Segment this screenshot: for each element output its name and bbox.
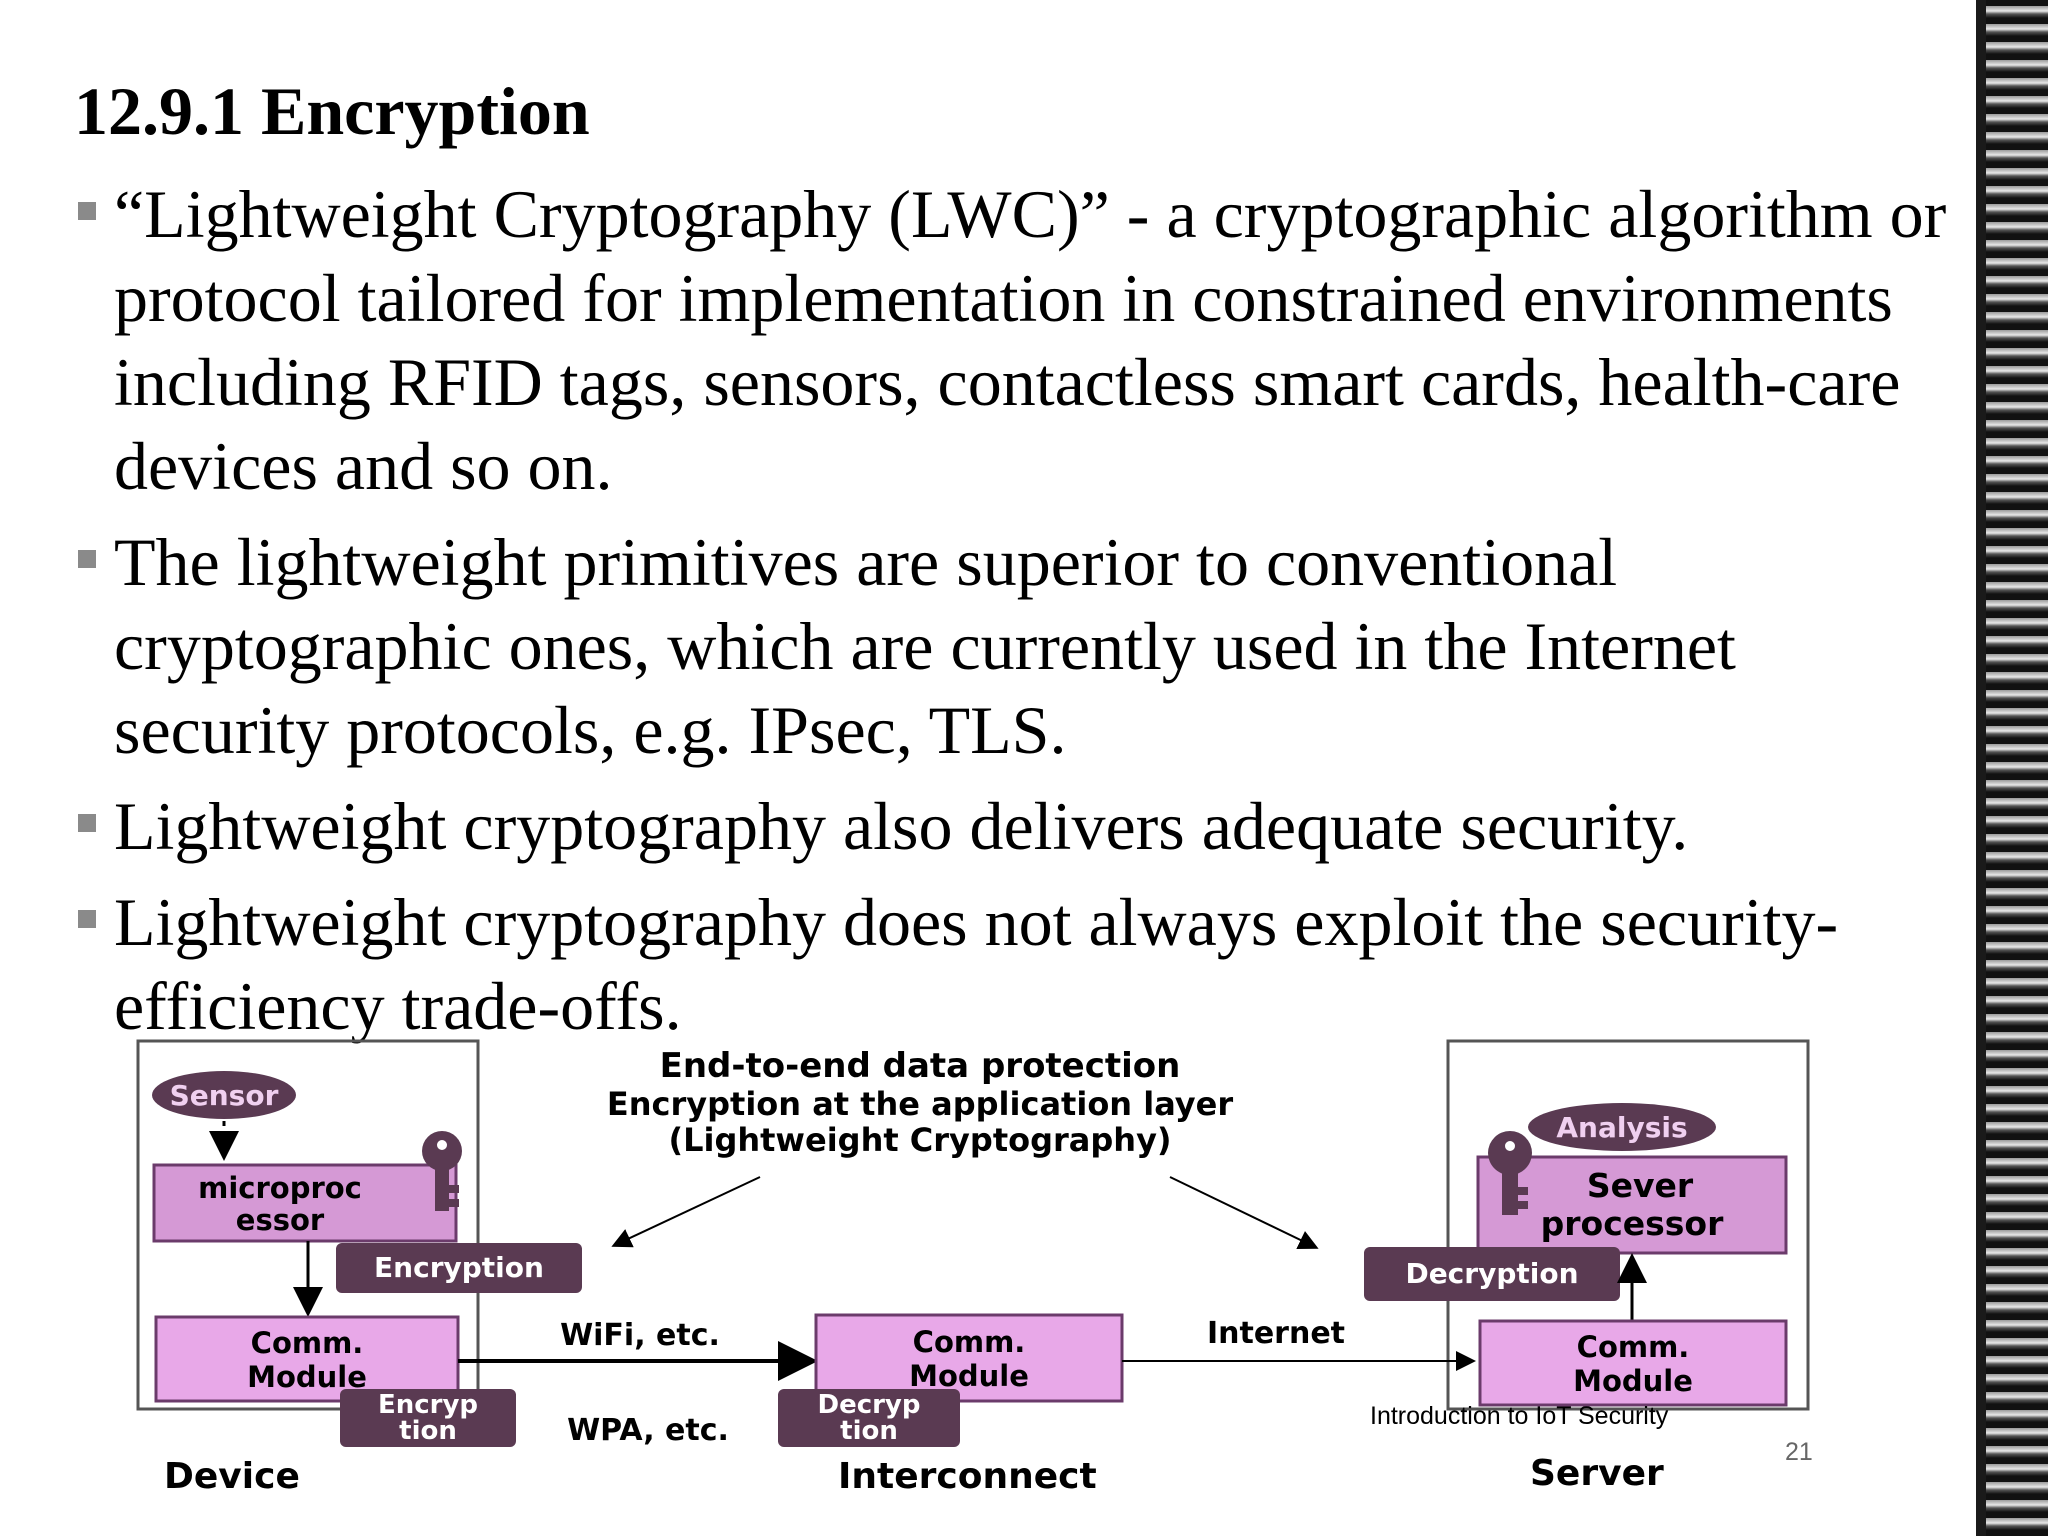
bullet-text: Lightweight cryptography does not always… <box>114 884 1839 1044</box>
decryption-label: tion <box>840 1416 898 1446</box>
key-icon <box>1488 1131 1532 1215</box>
server-processor-label: processor <box>1541 1204 1724 1243</box>
wifi-label: WiFi, etc. <box>560 1318 720 1353</box>
server-processor-label: Sever <box>1587 1166 1694 1205</box>
bullet-text: “Lightweight Cryptography (LWC)” - a cry… <box>114 176 1947 504</box>
square-bullet-icon <box>78 202 96 220</box>
bullet-item: “Lightweight Cryptography (LWC)” - a cry… <box>74 172 1954 508</box>
interconnect-comm-module <box>814 1313 1124 1403</box>
page-number: 21 <box>1785 1438 1813 1466</box>
decryption-tag <box>778 1389 960 1447</box>
device-label: Device <box>164 1456 300 1497</box>
interconnect-label: Interconnect <box>838 1456 1097 1497</box>
arrow <box>1169 1176 1319 1250</box>
internet-label: Internet <box>1207 1316 1345 1351</box>
server-processor-box <box>1476 1155 1788 1255</box>
comm-module-label: Comm. <box>913 1325 1026 1359</box>
encryption-label: Encryp <box>378 1390 478 1420</box>
microprocessor-label: essor <box>236 1203 325 1237</box>
bullet-item: Lightweight cryptography also delivers a… <box>74 784 1954 868</box>
analysis-node <box>1528 1103 1716 1151</box>
device-comm-module <box>154 1315 460 1403</box>
comm-module-label: Comm. <box>251 1326 364 1360</box>
square-bullet-icon <box>78 910 96 928</box>
encryption-label: Encryption <box>374 1251 544 1284</box>
comm-module-label: Module <box>1573 1364 1693 1398</box>
bullet-text: The lightweight primitives are superior … <box>114 524 1736 768</box>
bullet-list: “Lightweight Cryptography (LWC)” - a cry… <box>74 172 1954 1060</box>
microprocessor-label: microproc <box>198 1171 362 1205</box>
diagram-heading: End-to-end data protection <box>660 1046 1181 1086</box>
comm-module-label: Comm. <box>1577 1330 1690 1364</box>
square-bullet-icon <box>78 814 96 832</box>
key-icon <box>422 1131 462 1211</box>
bullet-item: Lightweight cryptography does not always… <box>74 880 1954 1048</box>
bullet-text: Lightweight cryptography also delivers a… <box>114 788 1689 864</box>
microprocessor-box <box>152 1163 458 1243</box>
encryption-tag <box>336 1243 582 1293</box>
device-frame <box>136 1039 480 1411</box>
comm-module-label: Module <box>909 1359 1029 1393</box>
decryption-tag <box>1364 1247 1620 1301</box>
server-frame <box>1446 1039 1810 1411</box>
server-comm-module <box>1478 1319 1788 1407</box>
decorative-edge-strip <box>1976 0 2048 1536</box>
sensor-label: Sensor <box>170 1079 279 1112</box>
sensor-node <box>152 1071 296 1119</box>
encryption-label: tion <box>399 1416 457 1446</box>
analysis-label: Analysis <box>1556 1111 1687 1144</box>
comm-module-label: Module <box>247 1360 367 1394</box>
diagram-subheading: Encryption at the application layer <box>607 1085 1234 1123</box>
lwc-diagram: End-to-end data protection Encryption at… <box>136 1039 1810 1497</box>
encryption-tag <box>340 1389 516 1447</box>
decryption-label: Decryp <box>817 1390 920 1420</box>
arrow <box>611 1176 761 1248</box>
server-label: Server <box>1530 1453 1664 1494</box>
diagram-subheading: (Lightweight Cryptography) <box>668 1121 1171 1159</box>
decryption-label: Decryption <box>1405 1257 1578 1290</box>
wpa-label: WPA, etc. <box>567 1413 729 1448</box>
slide-title: 12.9.1 Encryption <box>74 73 590 149</box>
bullet-item: The lightweight primitives are superior … <box>74 520 1954 772</box>
footer-caption: Introduction to IoT Security <box>1370 1402 1669 1430</box>
square-bullet-icon <box>78 550 96 568</box>
